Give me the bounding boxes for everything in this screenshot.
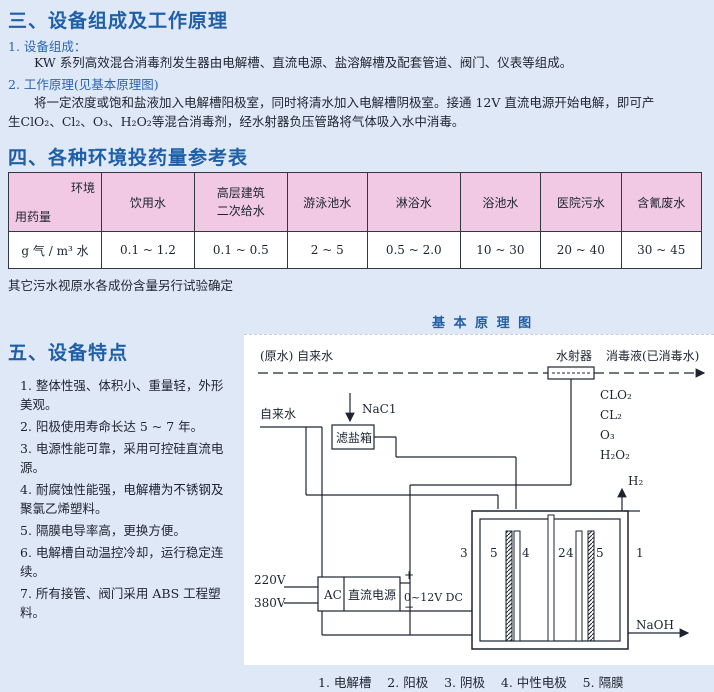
sub-composition: 1. 设备组成： — [8, 39, 87, 54]
disinfect-label: 消毒液(已消毒水) — [606, 348, 699, 363]
table-header-cell: 含氰废水 — [620, 172, 703, 232]
list-item: 5. 隔膜电导率高，更换方便。 — [20, 523, 186, 538]
num-2: 2 — [558, 546, 566, 560]
nacl-label: NaC1 — [362, 402, 396, 416]
num-5a: 5 — [490, 546, 498, 560]
table-cell: 0.5 ~ 2.0 — [366, 231, 461, 269]
raw-water-label: (原水) 自来水 — [260, 349, 333, 363]
section5-title: 五、设备特点 — [8, 342, 129, 364]
h2o2-label: H₂O₂ — [600, 448, 630, 462]
list-item: 1. 整体性强、体积小、重量轻，外形美观。 — [20, 378, 224, 412]
cl2-label: CL₂ — [600, 408, 622, 422]
salt-box — [331, 424, 375, 450]
v380-label: 380V — [254, 596, 286, 610]
table-cell: 0.1 ~ 1.2 — [101, 231, 195, 269]
naoh-label: NaOH — [636, 618, 674, 632]
o3-label: O₃ — [600, 428, 615, 442]
list-item: 7. 所有接管、阀门采用 ABS 工程塑料。 — [20, 586, 221, 620]
num-1: 1 — [636, 546, 644, 560]
h2-label: H₂ — [628, 474, 643, 488]
membrane-left — [505, 530, 513, 642]
sub-principle: 2. 工作原理(见基本原理图) — [8, 77, 159, 92]
list-item: 2. 阳极使用寿命长达 5 ~ 7 年。 — [20, 419, 204, 434]
membrane-right — [587, 530, 595, 642]
minus-sign: − — [404, 600, 414, 614]
dc-power-label: 直流电源 — [348, 588, 396, 602]
section4-title: 四、各种环境投药量参考表 — [8, 147, 249, 169]
table-header-cell: 高层建筑 二次给水 — [193, 172, 288, 232]
table-cell: 2 ~ 5 — [286, 231, 368, 269]
num-5b: 5 — [596, 546, 604, 560]
principle-text-2: 生ClO₂、Cl₂、O₃、H₂O₂等混合消毒剂，经水射器负压管路将气体吸入水中消… — [8, 114, 465, 129]
table-cell: 10 ~ 30 — [459, 231, 542, 269]
ac-label: AC — [323, 588, 342, 602]
table-cell: 30 ~ 45 — [620, 231, 703, 269]
num-4a: 4 — [522, 546, 530, 560]
ejector-label: 水射器 — [556, 348, 592, 363]
dc-range-label: 0~12V DC — [404, 591, 463, 604]
row-label: g 气 / m³ 水 — [8, 231, 102, 269]
num-4b: 4 — [566, 546, 574, 560]
tap-water-label: 自来水 — [260, 407, 296, 421]
num-3: 3 — [460, 546, 468, 560]
v220-label: 220V — [254, 573, 286, 587]
principle-text-1: 将一定浓度或饱和盐液加入电解槽阳极室，同时将清水加入电解槽阴极室。接通 12V … — [34, 95, 655, 110]
table-header-cell: 医院污水 — [540, 172, 622, 232]
composition-text: KW 系列高效混合消毒剂发生器由电解槽、直流电源、盐溶解槽及配套管道、阀门、仪表… — [34, 55, 573, 70]
diagram-svg: (原水) 自来水 水射器 消毒液(已消毒水) 自来水 NaC1 滤盐箱 CLO₂ — [254, 348, 706, 650]
list-item: 4. 耐腐蚀性能强，电解槽为不锈钢及聚氯乙烯塑料。 — [20, 482, 224, 516]
dosage-table: 环境 用药量 饮用水 高层建筑 二次给水 游泳池水 淋浴水 浴池水 医院污水 含… — [8, 172, 703, 269]
table-header-row: 环境 用药量 饮用水 高层建筑 二次给水 游泳池水 淋浴水 浴池水 医院污水 含… — [8, 172, 703, 232]
table-cell: 0.1 ~ 0.5 — [193, 231, 288, 269]
table-note: 其它污水视原水各成份含量另行试验确定 — [8, 278, 234, 293]
corner-bottom-label: 用药量 — [15, 210, 52, 224]
principle-diagram: (原水) 自来水 水射器 消毒液(已消毒水) 自来水 NaC1 滤盐箱 CLO₂ — [244, 334, 714, 665]
table-header-cell: 淋浴水 — [366, 172, 461, 232]
section3-title: 三、设备组成及工作原理 — [8, 10, 229, 32]
feature-list: 1. 整体性强、体积小、重量轻，外形美观。 2. 阳极使用寿命长达 5 ~ 7 … — [6, 376, 234, 625]
plus-sign: + — [404, 568, 414, 582]
corner-cell: 环境 用药量 — [8, 172, 102, 232]
anode — [547, 514, 555, 642]
list-item: 3. 电源性能可靠，采用可控硅直流电源。 — [20, 441, 224, 475]
corner-top-label: 环境 — [70, 181, 95, 195]
table-header-cell: 游泳池水 — [286, 172, 368, 232]
table-cell: 20 ~ 40 — [540, 231, 622, 269]
table-row: g 气 / m³ 水 0.1 ~ 1.2 0.1 ~ 0.5 2 ~ 5 0.5… — [8, 231, 703, 269]
clo2-label: CLO₂ — [600, 388, 632, 402]
salt-box-label: 滤盐箱 — [336, 430, 372, 445]
table-header-cell: 饮用水 — [101, 172, 195, 232]
list-item: 6. 电解槽自动温控冷却，运行稳定连续。 — [20, 545, 224, 579]
table-header-cell: 浴池水 — [459, 172, 542, 232]
dc-power-box — [317, 576, 401, 612]
diagram-title: 基 本 原 理 图 — [432, 316, 534, 331]
diagram-caption: 1. 电解槽 2. 阳极 3. 阴极 4. 中性电极 5. 隔膜 — [318, 675, 624, 690]
